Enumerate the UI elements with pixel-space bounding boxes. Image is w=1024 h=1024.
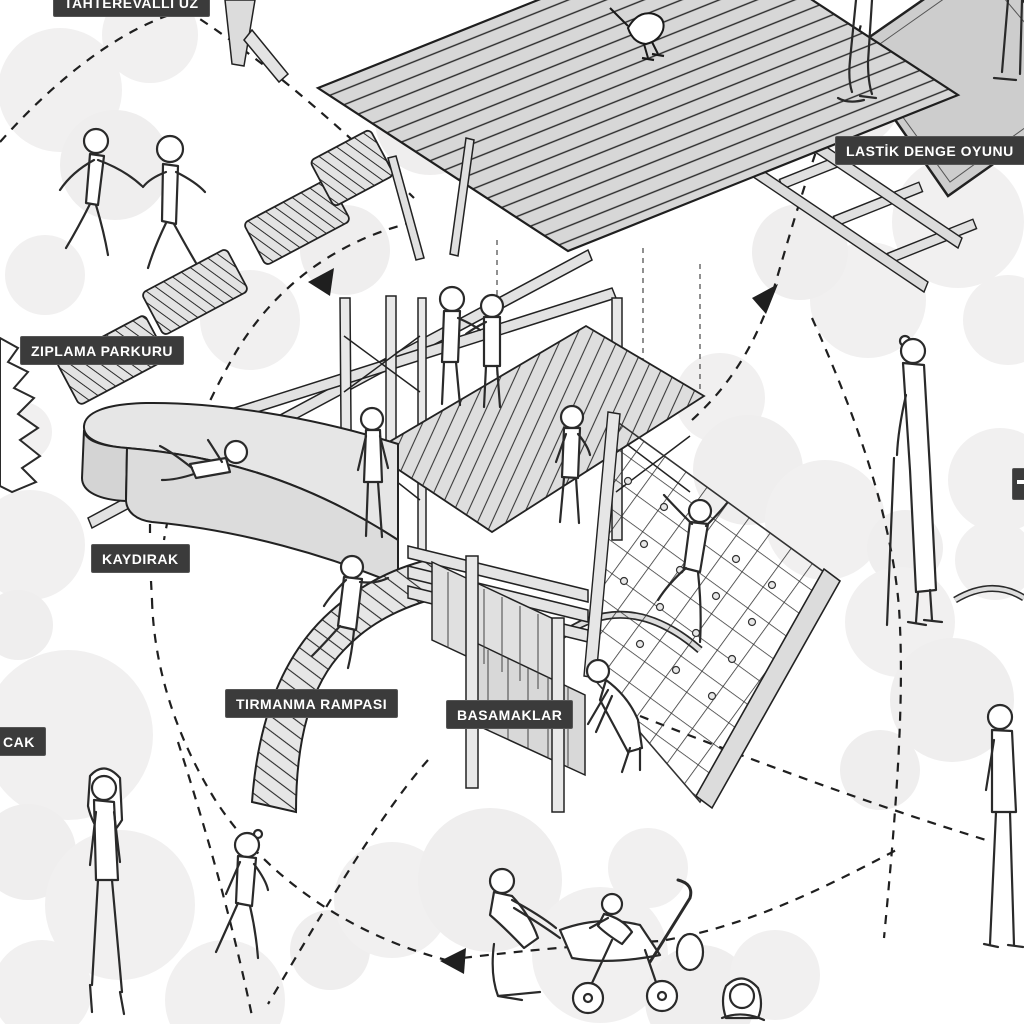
boy-climbing-ramp xyxy=(310,554,390,670)
woman-walking xyxy=(86,767,126,1016)
bird-on-roof xyxy=(609,7,665,62)
label-right-partial xyxy=(1012,468,1024,500)
tree-outline xyxy=(0,336,42,494)
man-standing-right-edge xyxy=(982,703,1024,949)
boy-on-platform-edge xyxy=(356,406,390,539)
arrow-left-loop xyxy=(308,268,334,296)
climbing-net xyxy=(583,411,842,810)
steps xyxy=(407,545,589,813)
child-climbing-net xyxy=(656,493,729,644)
toddler-at-steps xyxy=(585,658,644,774)
toddler-walking xyxy=(214,828,270,960)
platform-deck xyxy=(370,324,706,534)
arrow-bottom xyxy=(440,948,466,974)
label-tahterevalli: TAHTEREVALLİ ÜZ xyxy=(53,0,210,17)
figures xyxy=(58,0,1024,1022)
child-at-net-top xyxy=(554,404,592,525)
girl-head-bottom-edge xyxy=(720,977,766,1022)
slide xyxy=(80,401,399,587)
legs-on-balance-mat xyxy=(836,0,1024,103)
label-ziplama-parkuru: ZIPLAMA PARKURU xyxy=(20,336,185,365)
partial-letter-fragment xyxy=(1017,480,1024,484)
plank-roof xyxy=(315,0,961,253)
seesaw-fragment xyxy=(224,0,290,84)
stroller xyxy=(558,878,705,1015)
label-salincak-partial: CAK xyxy=(0,727,46,756)
elderly-woman-with-cane xyxy=(885,334,944,627)
deck-child-b xyxy=(464,293,505,409)
baby-in-stroller xyxy=(588,892,634,946)
label-lastik-denge-oyunu: LASTİK DENGE OYUNU xyxy=(835,136,1024,165)
runner-right xyxy=(141,134,207,270)
child-on-slide xyxy=(158,438,249,482)
label-tirmanma-rampasi: TIRMANMA RAMPASI xyxy=(225,689,399,718)
label-kaydirak: KAYDIRAK xyxy=(91,544,190,573)
label-basamaklar: BASAMAKLAR xyxy=(446,700,574,729)
parent-crouching-at-stroller xyxy=(488,867,562,1002)
runner-left xyxy=(58,127,144,257)
direction-arrows xyxy=(308,268,778,974)
arrow-up-right xyxy=(752,284,778,314)
deck-child-a xyxy=(438,285,482,407)
